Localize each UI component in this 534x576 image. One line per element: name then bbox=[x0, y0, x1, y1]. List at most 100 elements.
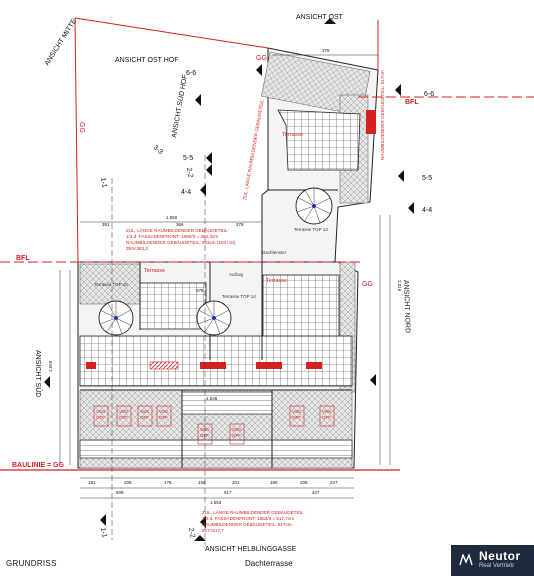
label-gg-left: GG bbox=[78, 122, 85, 133]
dim-366: 366 bbox=[176, 222, 184, 227]
label-section-2-2-bottom: 2-2 bbox=[187, 527, 196, 538]
dim-top-width: 376 bbox=[322, 48, 330, 53]
dim-181: 181 bbox=[88, 480, 96, 485]
off-label: OFF bbox=[292, 415, 301, 420]
label-terrasse-top14: Terrasse TOP 14 bbox=[222, 294, 256, 299]
dim-1546: 1.546 bbox=[206, 396, 218, 401]
label-section-5-5-right: 5-5 bbox=[422, 175, 432, 182]
label-ansicht-ost: ANSICHT OST bbox=[296, 14, 344, 21]
spiral-stair-top14 bbox=[196, 300, 232, 336]
logo-sub: Real Vertrieb bbox=[479, 563, 514, 569]
gg-line-left bbox=[74, 17, 79, 263]
label-section-1-1-top: 1-1 bbox=[99, 177, 108, 188]
label-gg-right: GG bbox=[362, 281, 373, 288]
dim-1559: 1.559 bbox=[48, 360, 53, 372]
label-ansicht-ost-hof: ANSICHT OST HOF bbox=[115, 57, 179, 64]
dim-176: 176 bbox=[164, 480, 172, 485]
off-label: OFF bbox=[119, 415, 128, 420]
section-labels: 6-6 6-6 3-3 5-5 2-2 4-4 1-1 5-5 4-4 1-1 … bbox=[99, 70, 434, 538]
dim-376b: 376 bbox=[196, 288, 204, 293]
zul-bottom-line4: 517<517,7 bbox=[202, 528, 224, 533]
zul-top-line2: 1/3 d. FASSADENFRONT: 1060/3 = 353,3cm bbox=[126, 234, 218, 239]
red-markers bbox=[86, 110, 376, 370]
dim-158: 158 bbox=[198, 480, 206, 485]
vsg-label: VSG bbox=[119, 409, 129, 414]
zul-top-line3: RAUMBILDENDER GEBÄUDETEIL: 353cm (183+10… bbox=[126, 239, 236, 245]
spiral-stair-top13 bbox=[295, 187, 333, 225]
dim-517: 517 bbox=[224, 490, 232, 495]
label-section-4-4-right: 4-4 bbox=[422, 207, 432, 214]
zul-bottom-line3: RAUMBILDENDER GEBÄUDETEIL: 517cm bbox=[202, 521, 292, 527]
terrace-labels: Terrasse TOP 13 Terrasse TOP 14 Terrasse… bbox=[94, 132, 328, 299]
vsg-label: VSG bbox=[159, 409, 169, 414]
vsg-label: VSG bbox=[140, 409, 150, 414]
gg-line-top bbox=[74, 17, 269, 49]
footer-grundriss: GRUNDRISS bbox=[6, 559, 57, 568]
zul-bottom-line2: 1/3 d. FASSADENFRONT: 1553/3 = 517,7cm bbox=[202, 516, 294, 521]
label-ansicht-nord: ANSICHT NORD bbox=[402, 280, 411, 333]
logo-name: Neutor bbox=[479, 549, 521, 563]
dim-1060: 1.060 bbox=[166, 215, 178, 220]
label-section-5-5-top: 5-5 bbox=[183, 155, 193, 162]
dimension-lines bbox=[59, 54, 391, 499]
zul-rotated-a: ZUL. LÄNGE RAUMBILDENDER GEBÄUDETEIL: bbox=[241, 98, 265, 200]
label-dachfenster: Dachfenster bbox=[262, 250, 287, 255]
dim-2316: 2.316 bbox=[397, 280, 402, 292]
zul-rotated-b: RAUMBILDENDER GEBÄUDETEIL: 517cm bbox=[379, 70, 385, 160]
dimension-numbers: 376 1.060 351 366 378 376 1.546 181 205 … bbox=[48, 48, 402, 505]
dim-351: 351 bbox=[102, 222, 110, 227]
zul-bottom-line1: ZUL. LÄNGE RAUMBILDENDER GEBÄUDETEIL: bbox=[202, 509, 305, 515]
dim-427: 427 bbox=[312, 490, 320, 495]
footer-level: Dachterrasse bbox=[245, 559, 293, 568]
label-terrasse-b: Terrasse bbox=[144, 268, 165, 274]
vsg-skylights: VSG VSG VSG VSG VSG VSG VSG VSG OFF OFF … bbox=[93, 405, 335, 445]
vsg-label: VSG bbox=[232, 427, 242, 432]
off-label: OFF bbox=[232, 433, 241, 438]
label-baulinie: BAULINIE = GG bbox=[12, 462, 64, 469]
label-section-2-2-top: 2-2 bbox=[185, 167, 194, 178]
label-gg-top: GG bbox=[256, 55, 267, 62]
spiral-stair-top15 bbox=[98, 300, 134, 336]
neutor-mark-icon bbox=[459, 554, 473, 566]
label-terrasse-top15: Terrasse TOP 15 bbox=[94, 282, 128, 287]
spiral-stairs bbox=[98, 187, 333, 336]
label-section-6-6-right: 6-6 bbox=[424, 91, 434, 98]
label-section-3-3: 3-3 bbox=[152, 144, 164, 156]
inner-walls bbox=[80, 189, 352, 468]
zul-top-line4: 353<353,3 bbox=[126, 246, 148, 251]
label-section-6-6-top: 6-6 bbox=[186, 70, 196, 77]
label-bfl-right: BFL bbox=[405, 99, 419, 106]
label-terrasse-c: Terrasse bbox=[266, 278, 287, 284]
dim-609: 609 bbox=[116, 490, 124, 495]
off-label: OFF bbox=[96, 415, 105, 420]
direction-arrows bbox=[44, 18, 414, 541]
label-aufzug: Aufzug bbox=[229, 272, 244, 277]
terrace-grids bbox=[79, 109, 361, 459]
dim-205b: 205 bbox=[300, 480, 308, 485]
zul-top-line1: ZUL. LÄNGE RAUMBILDENDER GEBÄUDETEIL: bbox=[126, 227, 229, 233]
dim-201: 201 bbox=[232, 480, 240, 485]
vsg-label: VSG bbox=[292, 409, 302, 414]
off-label: OFF bbox=[200, 433, 209, 438]
label-ansicht-helblinggasse: ANSICHT HELBLINGGASSE bbox=[205, 546, 297, 553]
label-ansicht-sued-hof: ANSICHT SÜD HOF bbox=[170, 74, 189, 138]
vsg-label: VSG bbox=[96, 409, 106, 414]
label-section-1-1-bottom: 1-1 bbox=[99, 527, 108, 538]
off-label: OFF bbox=[140, 415, 149, 420]
dim-205: 205 bbox=[124, 480, 132, 485]
reference-lines bbox=[0, 17, 534, 545]
label-section-4-4-top: 4-4 bbox=[181, 189, 191, 196]
label-terrasse-top13: Terrasse TOP 13 bbox=[294, 227, 328, 232]
dim-180: 180 bbox=[270, 480, 278, 485]
label-bfl-left: BFL bbox=[16, 255, 30, 262]
off-label: OFF bbox=[159, 415, 168, 420]
vsg-label: VSG bbox=[322, 409, 332, 414]
off-label: OFF bbox=[322, 415, 331, 420]
label-ansicht-mitte: ANSICHT MITTE bbox=[44, 18, 78, 67]
dim-227: 227 bbox=[330, 480, 338, 485]
line-labels: BFL BFL GG GG GG BAULINIE = GG bbox=[12, 55, 419, 469]
label-terrasse-a: Terrasse bbox=[282, 132, 303, 138]
dim-378: 378 bbox=[236, 222, 244, 227]
dim-1553: 1.553 bbox=[210, 500, 222, 505]
